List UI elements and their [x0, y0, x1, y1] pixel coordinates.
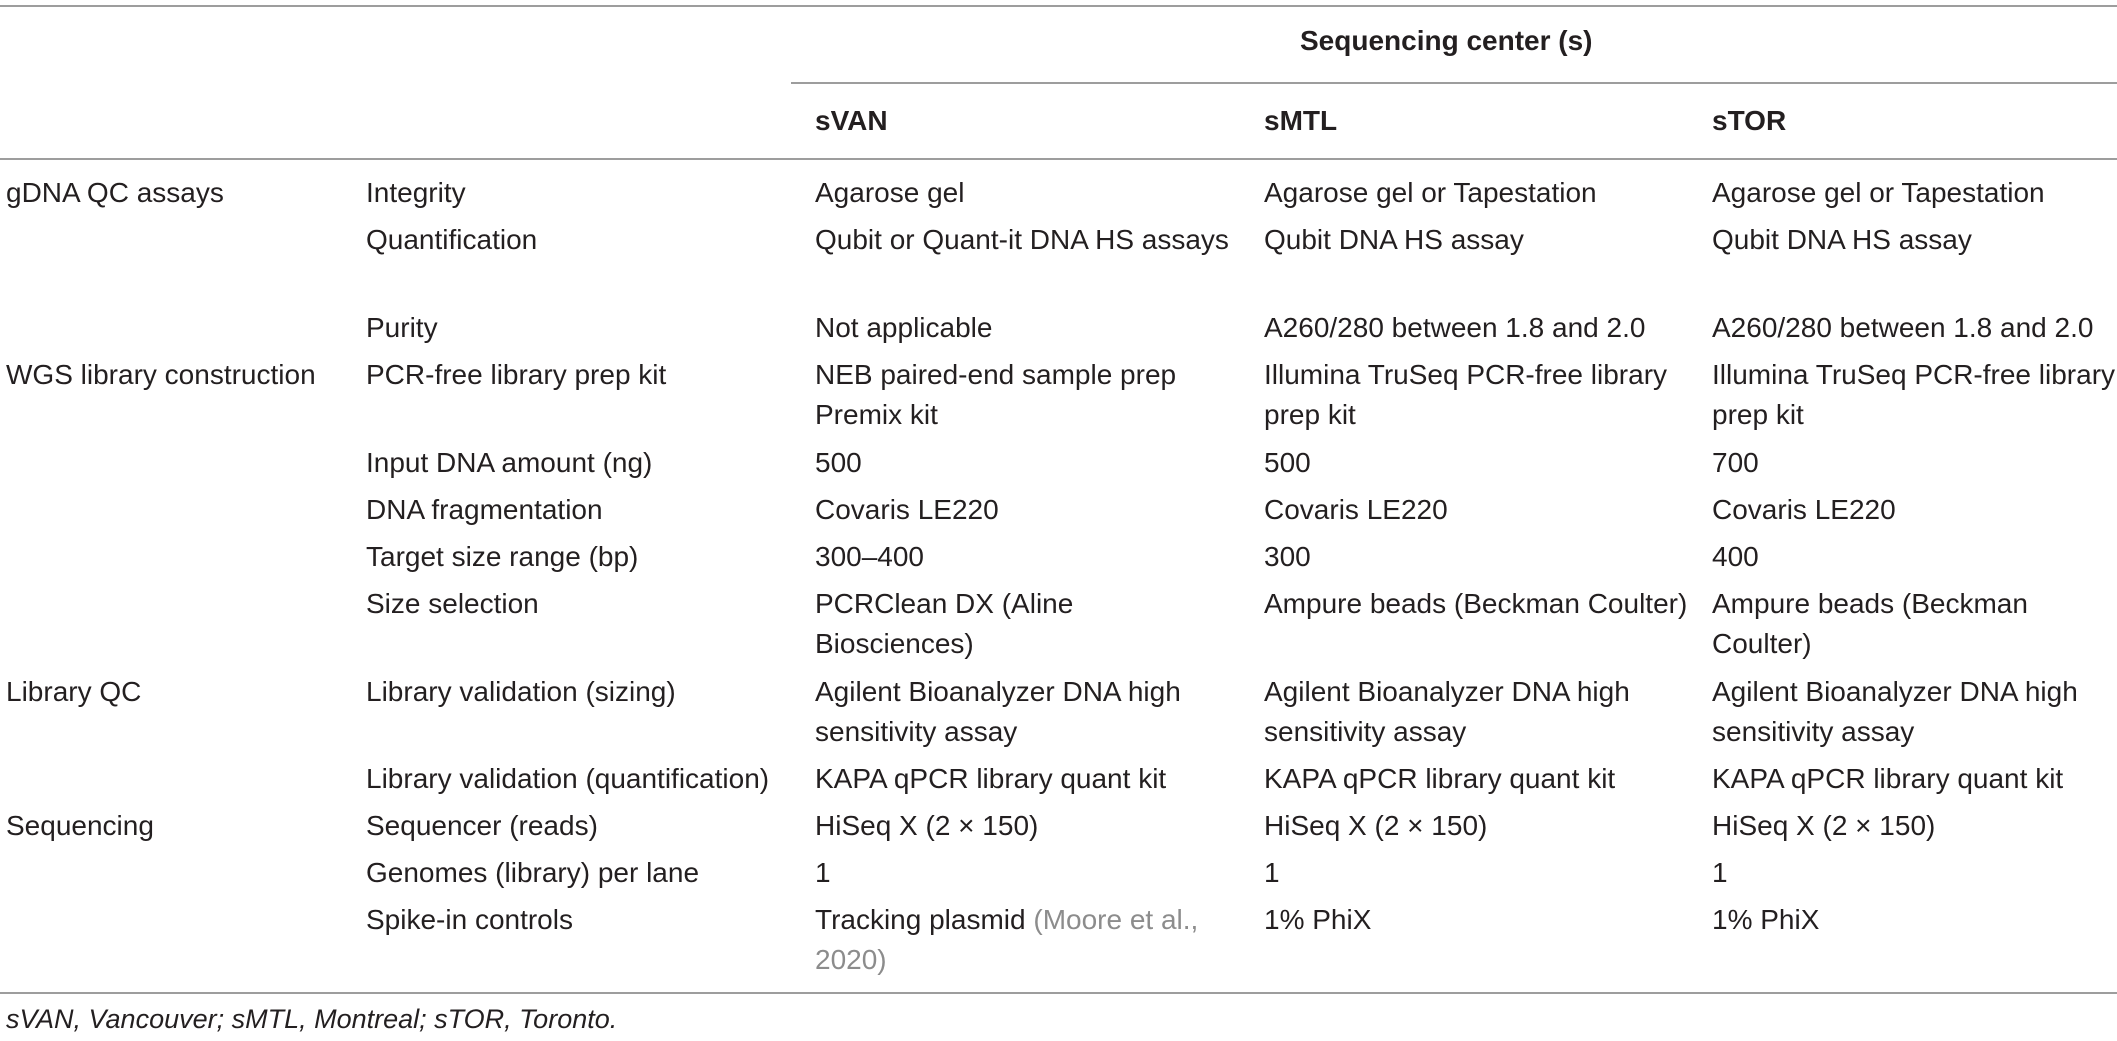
cell-svan: NEB paired-end sample prep Premix kit — [815, 359, 1177, 430]
row-parameter: Integrity — [366, 177, 466, 208]
cell-svan: Tracking plasmid (Moore et al., 2020) — [815, 900, 1235, 980]
column-header-svan: sVAN — [815, 105, 888, 136]
row-parameter: Genomes (library) per lane — [366, 857, 700, 888]
center-group-header: Sequencing center (s) — [1300, 25, 1593, 56]
cell-smtl: Qubit DNA HS assay — [1264, 224, 1524, 255]
cell-svan: Covaris LE220 — [815, 494, 999, 525]
cell-svan: 1 — [815, 857, 831, 888]
table-footnote: sVAN, Vancouver; sMTL, Montreal; sTOR, T… — [6, 1004, 618, 1034]
cell-smtl: Illumina TruSeq PCR-free library prep ki… — [1264, 359, 1668, 430]
cell-svan-text: Tracking plasmid — [815, 904, 1026, 935]
cell-smtl: A260/280 between 1.8 and 2.0 — [1264, 312, 1646, 343]
row-parameter: Purity — [366, 312, 438, 343]
column-header-stor: sTOR — [1712, 105, 1787, 136]
cell-stor: Agarose gel or Tapestation — [1712, 177, 2045, 208]
table-top-rule — [0, 5, 2117, 7]
cell-stor: 1 — [1712, 857, 1728, 888]
cell-svan: HiSeq X (2 × 150) — [815, 810, 1039, 841]
row-parameter: PCR-free library prep kit — [366, 359, 667, 390]
cell-smtl: KAPA qPCR library quant kit — [1264, 763, 1616, 794]
row-parameter: Spike-in controls — [366, 904, 573, 935]
row-parameter: DNA fragmentation — [366, 494, 603, 525]
cell-smtl: Ampure beads (Beckman Coulter) — [1264, 588, 1688, 619]
header-bottom-rule — [0, 158, 2117, 160]
cell-stor: Qubit DNA HS assay — [1712, 224, 1972, 255]
column-header-smtl: sMTL — [1264, 105, 1338, 136]
cell-smtl: 500 — [1264, 447, 1311, 478]
cell-stor: Ampure beads (Beckman Coulter) — [1712, 588, 2028, 659]
cell-smtl: 1 — [1264, 857, 1280, 888]
center-group-rule — [791, 82, 2117, 84]
cell-smtl: HiSeq X (2 × 150) — [1264, 810, 1488, 841]
cell-svan: PCRClean DX (Aline Biosciences) — [815, 588, 1074, 659]
citation-link[interactable]: (Moore et al., 2020) — [815, 904, 1199, 975]
cell-stor: Illumina TruSeq PCR-free library prep ki… — [1712, 359, 2116, 430]
row-parameter: Input DNA amount (ng) — [366, 447, 653, 478]
row-category: gDNA QC assays — [6, 177, 224, 208]
cell-stor: KAPA qPCR library quant kit — [1712, 763, 2064, 794]
cell-svan: 500 — [815, 447, 862, 478]
cell-stor: A260/280 between 1.8 and 2.0 — [1712, 312, 2094, 343]
row-parameter: Library validation (sizing) — [366, 676, 676, 707]
cell-smtl: Agarose gel or Tapestation — [1264, 177, 1597, 208]
row-category: Sequencing — [6, 810, 154, 841]
cell-svan: Not applicable — [815, 312, 993, 343]
table-bottom-rule — [0, 992, 2117, 994]
cell-stor: Agilent Bioanalyzer DNA high sensitivity… — [1712, 676, 2078, 747]
cell-svan: KAPA qPCR library quant kit — [815, 763, 1167, 794]
row-category: WGS library construction — [6, 359, 316, 390]
cell-stor: 400 — [1712, 541, 1759, 572]
cell-svan: Agilent Bioanalyzer DNA high sensitivity… — [815, 676, 1181, 747]
row-category: Library QC — [6, 676, 142, 707]
row-parameter: Quantification — [366, 224, 538, 255]
row-parameter: Sequencer (reads) — [366, 810, 598, 841]
cell-smtl: 300 — [1264, 541, 1311, 572]
cell-stor: 1% PhiX — [1712, 904, 1820, 935]
cell-stor: HiSeq X (2 × 150) — [1712, 810, 1936, 841]
cell-smtl: Covaris LE220 — [1264, 494, 1448, 525]
cell-stor: Covaris LE220 — [1712, 494, 1896, 525]
cell-smtl: Agilent Bioanalyzer DNA high sensitivity… — [1264, 676, 1630, 747]
cell-svan: Qubit or Quant-it DNA HS assays — [815, 224, 1229, 255]
row-parameter: Target size range (bp) — [366, 541, 639, 572]
row-parameter: Size selection — [366, 588, 539, 619]
cell-svan: Agarose gel — [815, 177, 965, 208]
cell-svan: 300–400 — [815, 541, 925, 572]
cell-smtl: 1% PhiX — [1264, 904, 1372, 935]
cell-stor: 700 — [1712, 447, 1759, 478]
row-parameter: Library validation (quantification) — [366, 763, 770, 794]
